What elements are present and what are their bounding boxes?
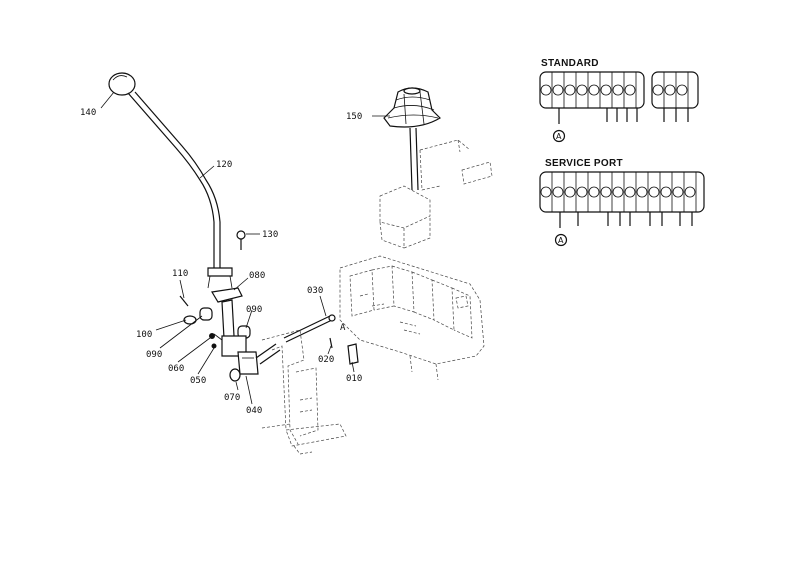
label-100: 100 (136, 330, 152, 340)
lever-rod-120 (127, 92, 215, 270)
label-020: 020 (318, 355, 334, 365)
washer-100 (183, 315, 197, 325)
lever-knob-140 (108, 72, 136, 96)
label-140: 140 (80, 108, 96, 118)
label-110: 110 (172, 269, 188, 279)
pin-050 (211, 343, 217, 349)
standard-a-label: A (556, 132, 562, 141)
label-030: 030 (307, 286, 323, 296)
standard-heading: STANDARD (541, 58, 599, 69)
nut-070 (229, 368, 241, 382)
part-labels: 140 120 130 150 110 080 090 100 090 060 … (80, 108, 362, 416)
bracket-080 (211, 287, 243, 303)
pin-060 (209, 333, 215, 339)
label-040: 040 (246, 406, 262, 416)
label-070: 070 (224, 393, 240, 403)
service-port-a-label: A (558, 236, 564, 245)
bushing-090-left (199, 307, 213, 321)
label-090-right: 090 (246, 305, 262, 315)
bolt-130 (236, 230, 246, 250)
label-080: 080 (249, 271, 265, 281)
label-060: 060 (168, 364, 184, 374)
marker-a-main: A (340, 323, 346, 333)
label-010: 010 (346, 374, 362, 384)
label-120: 120 (216, 160, 232, 170)
control-lever-assembly (108, 72, 233, 289)
rod-030-group (283, 314, 359, 365)
standard-port-a-marker (552, 129, 566, 143)
pin-020 (329, 337, 333, 349)
service-port-a-marker (554, 233, 568, 247)
standard-valve-stack (539, 71, 699, 143)
label-050: 050 (190, 376, 206, 386)
rod-030 (283, 315, 331, 339)
clevis-040 (237, 351, 259, 375)
service-port-heading: SERVICE PORT (545, 158, 623, 169)
label-150: 150 (346, 112, 362, 122)
boot-assembly (379, 87, 493, 249)
label-130: 130 (262, 230, 278, 240)
label-090-left: 090 (146, 350, 162, 360)
service-port-valve-stack (539, 171, 705, 247)
mounting-frame (261, 329, 347, 455)
bracket-010 (347, 343, 359, 365)
leader-lines (100, 91, 390, 405)
linkage-assembly (179, 287, 281, 382)
control-valve-block (339, 255, 485, 381)
pin-110 (179, 295, 189, 307)
